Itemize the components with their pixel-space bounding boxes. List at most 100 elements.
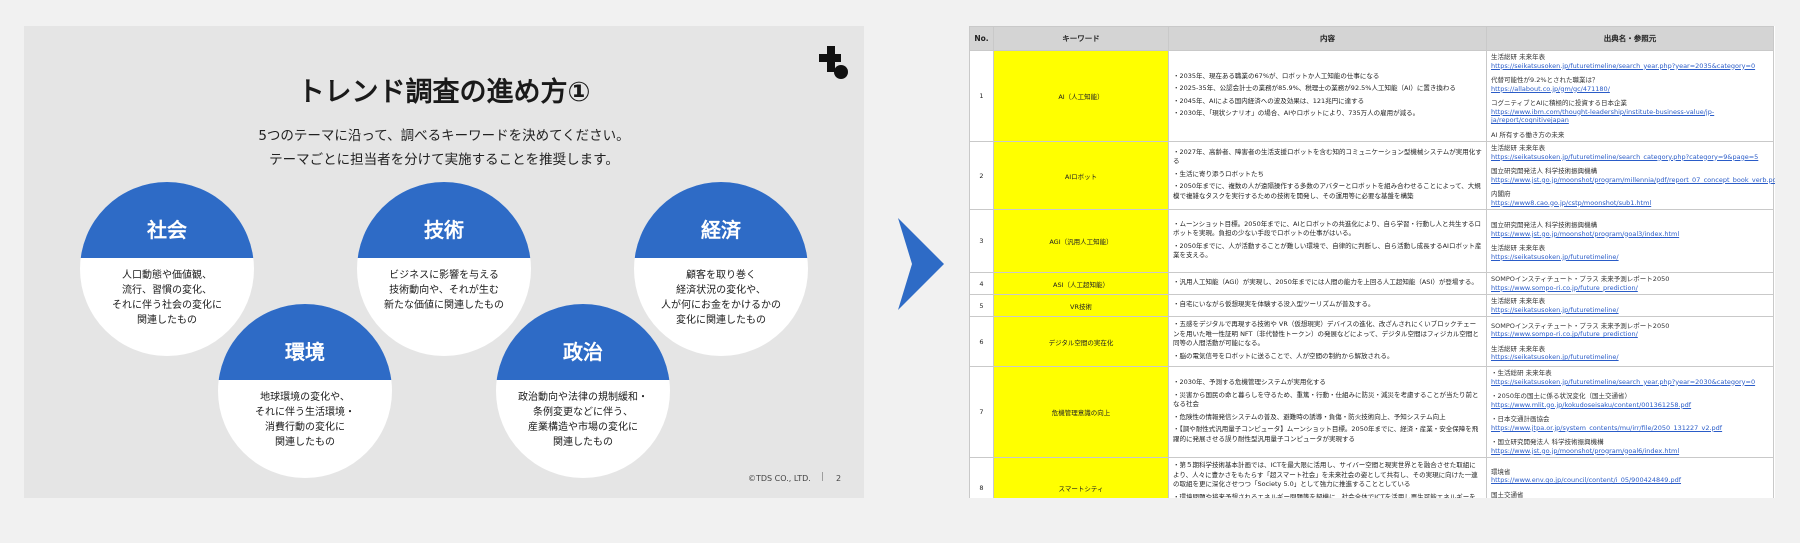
cell-content[interactable]: ・自宅にいながら仮想現実を体験する没入型ツーリズムが普及する。 [1168, 294, 1487, 317]
slide-title: トレンド調査の進め方① [297, 77, 591, 108]
content-line: ・第５期科学技術基本計画では、ICTを最大限に活用し、サイバー空間と現実世界とを… [1173, 461, 1478, 489]
content-line: ・2050年までに、人が活動することが難しい環境で、自律的に判断し、自ら活動し成… [1173, 241, 1482, 260]
source-link[interactable]: https://www.mlit.go.jp/kokudoseisaku/con… [1491, 400, 1692, 409]
cell-keyword[interactable]: デジタル空間の実在化 [993, 316, 1169, 367]
header-keyword: キーワード [993, 26, 1169, 51]
cell-keyword[interactable]: スマートシティ [993, 457, 1169, 498]
theme-header: 環境 [218, 304, 392, 380]
source-link[interactable]: https://www.sompo-ri.co.jp/future_predic… [1491, 330, 1638, 338]
right-arrow-icon [898, 218, 944, 310]
cell-keyword[interactable]: VR技術 [993, 294, 1169, 317]
cell-no[interactable]: 2 [969, 141, 994, 210]
source-name: 生活総研 未来年表 [1491, 53, 1546, 61]
content-line: ・2025-35年、公認会計士の業務が85.9%、税理士の業務が92.5%人工知… [1173, 84, 1456, 92]
footer-separator: | [821, 472, 825, 482]
source-link[interactable]: https://seikatsusoken.jp/futuretimeline/ [1491, 353, 1619, 361]
cell-keyword[interactable]: ASI（人工超知能） [993, 272, 1169, 295]
content-line: ・2027年、高齢者、障害者の生活支援ロボットを含む知的コミュニケーション型機械… [1173, 147, 1482, 166]
source-name: 国土交通省 [1491, 490, 1524, 499]
source-name: 内閣府 [1491, 190, 1511, 198]
content-line: ・環境問題や将来予想されるエネルギー問題等を契機に、社会全体でICTを活用し再生… [1173, 492, 1476, 498]
tds-logo-icon [819, 46, 848, 79]
source-link[interactable]: https://www.jst.go.jp/moonshot/program/g… [1491, 446, 1680, 455]
cell-no[interactable]: 5 [969, 294, 994, 317]
cell-content[interactable]: ・2027年、高齢者、障害者の生活支援ロボットを含む知的コミュニケーション型機械… [1168, 141, 1487, 210]
theme-circle-environment: 環境 地球環境の変化や、 それに伴う生活環境・ 消費行動の変化に 関連したもの [218, 304, 392, 478]
presentation-slide: トレンド調査の進め方① 5つのテーマに沿って、調べるキーワードを決めてください。… [24, 26, 864, 498]
cell-keyword[interactable]: 危機管理意識の向上 [993, 366, 1169, 458]
theme-header: 技術 [357, 182, 531, 258]
source-name: コグニティブとAIに積極的に投資する日本企業 [1491, 99, 1627, 107]
source-link[interactable]: https://www.env.go.jp/council/content/i_… [1491, 476, 1682, 484]
content-line: ・自宅にいながら仮想現実を体験する没入型ツーリズムが普及する。 [1173, 299, 1375, 308]
cell-content[interactable]: ・ムーンショット目標。2050年までに、AIとロボットの共進化により、自ら学習・… [1168, 209, 1487, 273]
theme-name: 技術 [424, 218, 464, 242]
source-name: SOMPOインスティチュート・プラス 未来予測レポート2050 [1491, 275, 1670, 283]
table-header-row: No. キーワード 内容 出典名・参照元 [969, 26, 1774, 51]
cell-keyword[interactable]: AIロボット [993, 141, 1169, 210]
cell-no[interactable]: 3 [969, 209, 994, 273]
source-link[interactable]: https://www.jst.go.jp/moonshot/program/m… [1491, 175, 1775, 184]
source-link[interactable]: https://seikatsusoken.jp/futuretimeline/ [1491, 305, 1619, 314]
source-name: 国立研究開発法人 科学技術振興機構 [1491, 167, 1598, 175]
source-link[interactable]: https://www.sompo-ri.co.jp/future_predic… [1491, 283, 1638, 292]
cell-content[interactable]: ・第５期科学技術基本計画では、ICTを最大限に活用し、サイバー空間と現実世界とを… [1168, 457, 1487, 498]
source-link[interactable]: https://www.jst.go.jp/moonshot/program/g… [1491, 229, 1680, 238]
content-line: ・汎用人工知能（AGI）が実現し、2050年までには人間の能力を上回る人工超知能… [1173, 277, 1478, 286]
cell-no[interactable]: 1 [969, 50, 994, 142]
cell-no[interactable]: 8 [969, 457, 994, 498]
content-line: ・2035年、現在ある職業の67%が、ロボットか人工知能の仕事になる [1173, 71, 1380, 80]
cell-content[interactable]: ・汎用人工知能（AGI）が実現し、2050年までには人間の能力を上回る人工超知能… [1168, 272, 1487, 295]
theme-name: 経済 [701, 218, 741, 242]
cell-content[interactable]: ・五感をデジタルで再現する技術や VR（仮想現実）デバイスの進化、改ざんされにく… [1168, 316, 1487, 367]
source-link[interactable]: https://seikatsusoken.jp/futuretimeline/… [1491, 377, 1756, 386]
source-link[interactable]: https://seikatsusoken.jp/futuretimeline/… [1491, 61, 1756, 70]
slide-subtitle-line-2: テーマごとに担当者を分けて実施することを推奨します。 [269, 152, 619, 168]
source-name: ・生活総研 未来年表 [1491, 369, 1552, 377]
content-line: ・危険性の情報発信システムの普及、避難時の誘導・負傷・防火技術向上、予知システム… [1173, 412, 1446, 421]
content-line: ・災害から国民の命と暮らしを守るため、重篤・行動・仕組みに防災・減災を考慮するこ… [1173, 390, 1479, 409]
cell-keyword[interactable]: AGI（汎用人工知能） [993, 209, 1169, 273]
cell-no[interactable]: 6 [969, 316, 994, 367]
source-link[interactable]: https://allabout.co.jp/gm/gc/471180/ [1491, 84, 1610, 93]
cell-keyword[interactable]: AI（人工知能） [993, 50, 1169, 142]
content-line: ・【調や耐性式汎用量子コンピュータ】ムーンショット目標。2050年までに、経済・… [1173, 425, 1479, 443]
source-link[interactable]: https://seikatsusoken.jp/futuretimeline/… [1491, 152, 1759, 161]
source-link[interactable]: https://seikatsusoken.jp/futuretimeline/ [1491, 252, 1619, 261]
content-line: ・ムーンショット目標。2050年までに、AIとロボットの共進化により、自ら学習・… [1173, 219, 1481, 238]
source-link[interactable]: https://www8.cao.go.jp/cstp/moonshot/sub… [1491, 198, 1652, 207]
content-line: ・五感をデジタルで再現する技術や VR（仮想現実）デバイスの進化、改ざんされにく… [1173, 320, 1479, 347]
theme-name: 政治 [563, 340, 603, 364]
cell-content[interactable]: ・2035年、現在ある職業の67%が、ロボットか人工知能の仕事になる・2025-… [1168, 50, 1487, 142]
cell-no[interactable]: 4 [969, 272, 994, 295]
header-content: 内容 [1168, 26, 1487, 51]
source-name: ・日本交通計画協会 [1491, 415, 1550, 423]
theme-name: 社会 [147, 218, 187, 242]
source-name: 生活総研 未来年表 [1491, 144, 1546, 152]
cell-no[interactable]: 7 [969, 366, 994, 458]
content-line: ・2045年、AIによる国内経済への波及効果は、121兆円に達する [1173, 96, 1365, 105]
copyright-text: ©TDS CO., LTD. [748, 474, 811, 483]
source-name: ・国立研究開発法人 科学技術振興機構 [1491, 438, 1604, 446]
source-link[interactable]: https://www.ibm.com/thought-leadership/i… [1491, 107, 1715, 125]
source-name: 環境省 [1491, 467, 1511, 476]
source-link[interactable]: https://www.jtpa.or.jp/system_contents/m… [1491, 423, 1723, 432]
cell-content[interactable]: ・2030年、予測する危機管理システムが実用化する・災害から国民の命と暮らしを守… [1168, 366, 1487, 458]
